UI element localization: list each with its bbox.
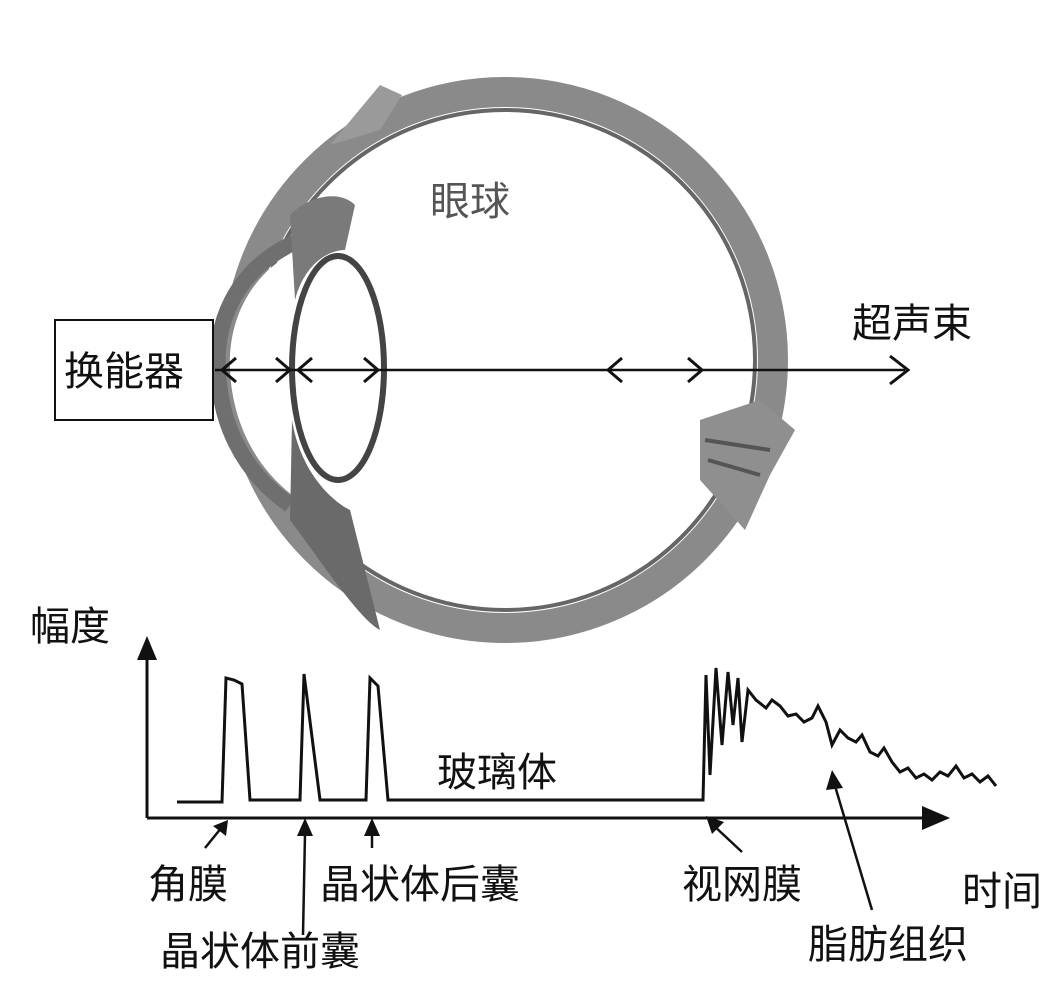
optic-nerve-inner (704, 438, 771, 477)
cornea-arrow-left (219, 356, 237, 384)
anterior-chamber (229, 248, 300, 495)
iris-lower (290, 420, 380, 630)
posterior-capsule-pointer-head (364, 818, 380, 836)
eyeball-label: 眼球 (430, 179, 510, 225)
cornea-arrow-right (275, 356, 293, 384)
a-scan-plot: 幅度 时间 玻璃体 (30, 604, 1042, 915)
eyeball-illustration: 眼球 (209, 77, 795, 643)
annotation-arrows (204, 770, 874, 936)
ultrasound-beam (215, 354, 911, 386)
transducer-box (54, 319, 214, 421)
transducer-label: 换能器 (64, 349, 184, 395)
time-label: 时间 (962, 869, 1042, 915)
retina-label: 视网膜 (682, 862, 802, 908)
transducer-group: 换能器 (54, 319, 214, 421)
eye-lens (289, 253, 387, 483)
amplitude-label: 幅度 (30, 604, 110, 650)
optic-nerve (700, 400, 795, 530)
fat-tissue-pointer-head (826, 770, 843, 790)
iris-upper (290, 196, 355, 300)
ultrasound-beam-label: 超声束 (852, 301, 972, 347)
time-axis-arrowhead (922, 806, 950, 830)
vitreous-label: 玻璃体 (437, 750, 557, 796)
retina-arrow-left (605, 356, 623, 384)
anterior-capsule-pointer (301, 833, 307, 936)
beam-arrowhead (889, 354, 911, 386)
cornea-label: 角膜 (148, 862, 228, 908)
upper-muscle (330, 85, 402, 145)
retina-arrow-right (687, 356, 705, 384)
lens-arrow-right (363, 356, 381, 384)
lens-arrow-left (295, 356, 313, 384)
amplitude-axis-arrowhead (137, 636, 157, 660)
anterior-capsule-pointer-head (297, 818, 313, 836)
fat-tissue-pointer (833, 785, 874, 911)
lens-anterior-capsule-label: 晶状体前囊 (160, 929, 360, 975)
cornea-pointer-head (213, 820, 228, 836)
fat-tissue-label: 脂肪组织 (808, 922, 968, 968)
lens-posterior-capsule-label: 晶状体后囊 (320, 862, 520, 908)
echo-waveform (177, 667, 998, 804)
retina-pointer-head (706, 816, 724, 834)
